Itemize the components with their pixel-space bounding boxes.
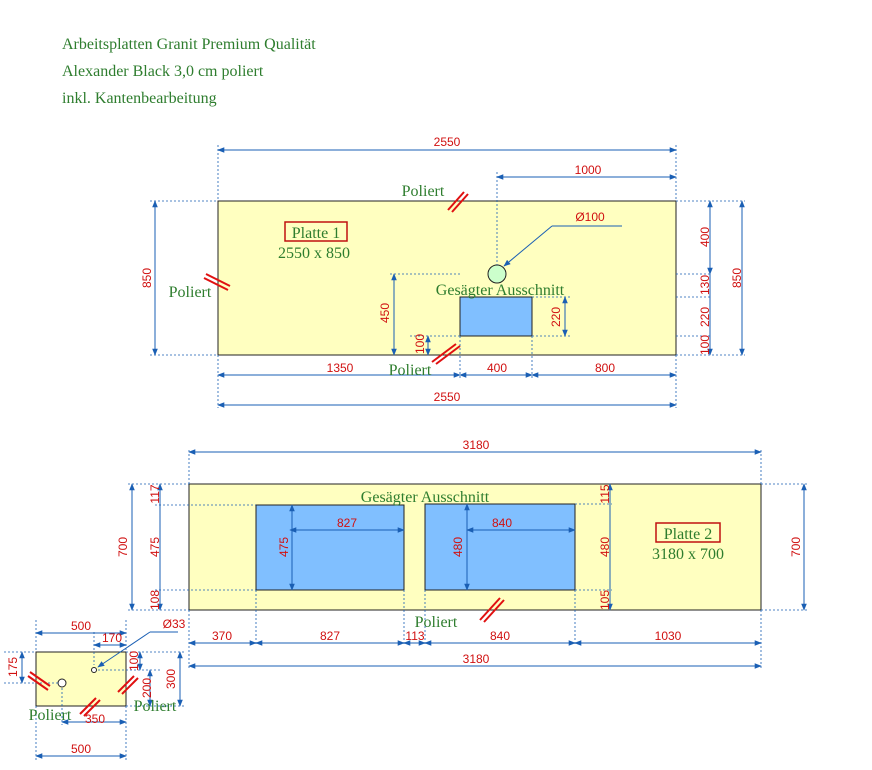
p3-hole-right xyxy=(91,667,97,673)
p3-polish-mark-bottom xyxy=(79,697,101,717)
p3-dim-right-mid: 200 xyxy=(140,678,154,698)
p1-dim-hole-offset: 1000 xyxy=(575,163,602,177)
p2-dim-seg4: 840 xyxy=(490,629,510,643)
p1-dim-right-span: 800 xyxy=(595,361,615,375)
p1-dim-total-width: 2550 xyxy=(434,135,461,149)
p1-size: 2550 x 850 xyxy=(278,245,350,262)
p1-dim-left-span: 1350 xyxy=(327,361,354,375)
p3-dim-hole-offset: 170 xyxy=(102,631,122,645)
p1-dim-right-total: 850 xyxy=(730,268,744,288)
p2-dim-cut1-height: 475 xyxy=(277,537,291,557)
plate-2-cutout-1 xyxy=(255,504,405,591)
plate-2: 3180 700 117 475 108 827 475 840 480 115… xyxy=(116,438,808,669)
p2-dim-seg1: 370 xyxy=(212,629,232,643)
p3-dim-top-width: 500 xyxy=(71,619,91,633)
p3-dim-right-total: 300 xyxy=(164,669,178,689)
p1-name-frame xyxy=(284,221,348,242)
p1-dim-cutout-from-top: 450 xyxy=(378,303,392,323)
p1-dim-bottom-total: 2550 xyxy=(434,390,461,404)
p1-dim-cutout-height: 220 xyxy=(549,307,563,327)
p2-dim-left-mid: 475 xyxy=(148,537,162,557)
p2-name-frame xyxy=(655,522,721,543)
p3-polish-mark-left xyxy=(27,671,51,691)
p2-dim-right-mid: 480 xyxy=(598,537,612,557)
plate-1: 2550 1000 850 450 100 220 400 130 220 10… xyxy=(140,135,745,408)
p1-hole-label: Ø100 xyxy=(575,210,605,224)
p1-dim-cutout-bottom: 100 xyxy=(413,334,427,354)
plate-1-cutout xyxy=(459,296,533,337)
p1-dim-right-bottom: 100 xyxy=(698,335,712,355)
p1-polish-mark-top xyxy=(447,191,469,213)
p1-polish-mark-left xyxy=(203,273,231,291)
p2-dim-bottom-total: 3180 xyxy=(463,652,490,666)
p1-cutout-label: Gesägter Ausschnitt xyxy=(436,282,565,299)
p2-dim-right-bottom: 105 xyxy=(598,590,612,610)
p3-hole-left xyxy=(57,678,67,688)
p3-dim-bottom-total: 500 xyxy=(71,742,91,756)
p1-dim-cutout-width: 400 xyxy=(487,361,507,375)
p3-dim-bottom-inner: 350 xyxy=(85,712,105,726)
plate-3-outline xyxy=(35,651,127,707)
header-line-2: Alexander Black 3,0 cm poliert xyxy=(62,63,264,80)
p1-dim-right-mid: 130 xyxy=(698,275,712,295)
p2-dim-left-bottom: 108 xyxy=(148,590,162,610)
p2-name: Platte 2 xyxy=(664,526,712,543)
p2-dim-seg5: 1030 xyxy=(655,629,682,643)
p2-dim-right-top: 115 xyxy=(598,484,612,503)
p3-dim-left-height: 175 xyxy=(6,657,20,677)
p2-dim-cut2-height: 480 xyxy=(451,537,465,557)
p2-polish-mark xyxy=(479,597,505,623)
p1-edge-label-top: Poliert xyxy=(402,183,445,200)
p1-edge-label-bottom: Poliert xyxy=(389,362,432,379)
p2-dim-height: 700 xyxy=(116,537,130,557)
p2-dim-seg2: 827 xyxy=(320,629,340,643)
p1-polish-mark-bottom xyxy=(431,343,461,365)
p1-name: Platte 1 xyxy=(292,225,340,242)
p3-polish-mark-right xyxy=(117,675,139,695)
p1-dim-height: 850 xyxy=(140,268,154,288)
plate-1-hole xyxy=(487,264,507,284)
p2-dim-seg3: 113 xyxy=(405,629,424,643)
p2-dim-cut1-width: 827 xyxy=(337,516,357,530)
p3-hole-label: Ø33 xyxy=(163,617,186,631)
p2-size: 3180 x 700 xyxy=(652,546,724,563)
header-line-3: inkl. Kantenbearbeitung xyxy=(62,90,217,107)
p2-dim-cut2-width: 840 xyxy=(492,516,512,530)
p2-edge-label: Poliert xyxy=(415,614,458,631)
p2-cutout-label: Gesägter Ausschnitt xyxy=(361,489,490,506)
p2-dim-left-top: 117 xyxy=(148,484,162,503)
plate-3: 500 170 175 100 200 300 350 500 Ø33 Poli… xyxy=(4,617,186,760)
plate-2-cutout-2 xyxy=(424,503,576,591)
p1-dim-right-cut: 220 xyxy=(698,307,712,327)
p2-dim-total-width: 3180 xyxy=(463,438,490,452)
plate-1-outline xyxy=(217,200,677,356)
p1-edge-label-left: Poliert xyxy=(169,284,212,301)
p3-dim-right-small: 100 xyxy=(127,651,141,671)
header-line-1: Arbeitsplatten Granit Premium Qualität xyxy=(62,36,316,53)
p3-edge-label-right: Poliert xyxy=(134,698,177,715)
p3-edge-label-left: Poliert xyxy=(29,707,72,724)
p1-dim-right-top: 400 xyxy=(698,227,712,247)
p2-dim-right-total: 700 xyxy=(789,537,803,557)
